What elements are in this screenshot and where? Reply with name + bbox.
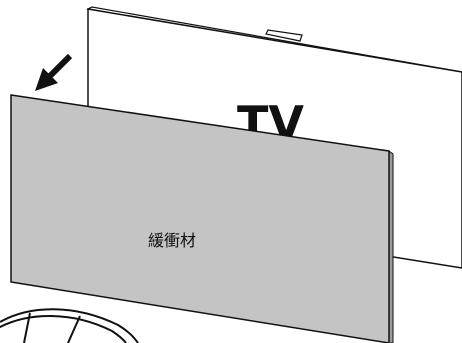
arrow-down-left-icon (35, 53, 73, 91)
cushion-label: 緩衝材 (148, 231, 196, 250)
round-object (0, 308, 139, 343)
cushion-panel: 緩衝材 (10, 94, 394, 343)
tv-top-camera (265, 29, 303, 42)
